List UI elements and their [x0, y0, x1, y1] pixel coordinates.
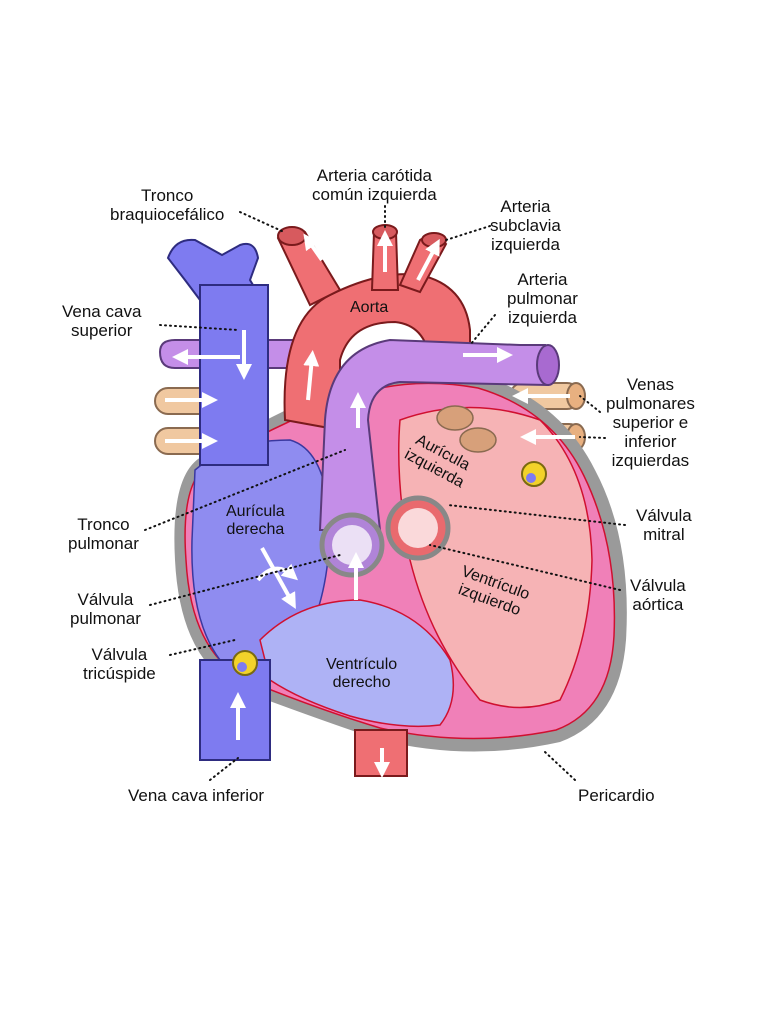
label-aorta: Aorta	[350, 299, 389, 316]
aortic-valve-cusps	[398, 508, 438, 548]
label-pericardio: Pericardio	[578, 786, 655, 805]
pulmonary-valve-cusps	[332, 525, 372, 565]
label-valvula-pulmonar: Válvula pulmonar	[70, 590, 141, 628]
pulmonary-vein-opening	[436, 405, 474, 431]
flow-arrows	[165, 230, 575, 778]
right-atrium	[191, 439, 331, 669]
pulmonary-trunk	[318, 338, 550, 531]
mitral-valve-cusp	[526, 473, 536, 483]
inferior-vena-cava	[199, 659, 271, 761]
label-vena-cava-inferior: Vena cava inferior	[128, 786, 265, 805]
tricuspid-valve-cusp	[237, 662, 247, 672]
label-tronco-braquiocefalico: Tronco braquiocefálico	[110, 186, 225, 224]
superior-vena-cava-trunk	[199, 284, 269, 466]
label-arteria-subclavia: Arteria subclavia izquierda	[490, 197, 561, 254]
label-valvula-mitral: Válvula mitral	[636, 506, 692, 544]
label-auricula-derecha: Aurícula derecha	[226, 503, 285, 538]
label-ventriculo-derecho: Ventrículo derecho	[326, 656, 398, 691]
label-arteria-carotida: Arteria carótida común izquierda	[312, 166, 437, 204]
left-pulmonary-artery-opening	[536, 344, 560, 386]
label-arteria-pulmonar: Arteria pulmonar izquierda	[507, 270, 578, 327]
right-ventricle	[259, 599, 455, 728]
label-vena-cava-superior: Vena cava superior	[62, 302, 142, 340]
label-valvula-tricuspide: Válvula tricúspide	[83, 645, 156, 683]
label-tronco-pulmonar: Tronco pulmonar	[68, 515, 139, 553]
label-venas-pulmonares: Venas pulmonares superior e inferior izq…	[606, 375, 695, 470]
brachiocephalic-opening	[277, 226, 307, 246]
subclavian-opening	[421, 232, 447, 248]
pulmonary-vein-opening	[459, 427, 497, 453]
leader-lines	[144, 205, 626, 781]
label-valvula-aortica: Válvula aórtica	[630, 576, 686, 614]
